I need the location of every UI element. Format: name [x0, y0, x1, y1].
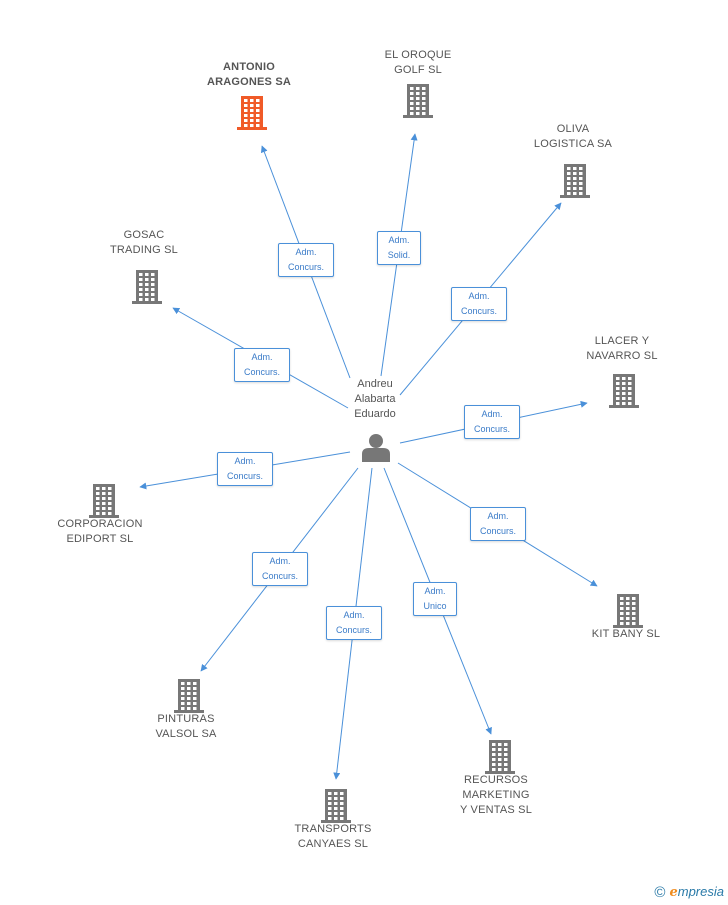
company-label-antonio-aragones[interactable]: ANTONIO ARAGONES SA [206, 61, 292, 88]
icons-layer [89, 84, 643, 823]
relation-badge-pinturas-valsol: Adm. Concurs. [252, 552, 308, 586]
company-label-oliva-logistica[interactable]: OLIVA LOGISTICA SA [533, 123, 613, 150]
company-label-pinturas-valsol[interactable]: PINTURAS VALSOL SA [155, 713, 217, 740]
building-icon [485, 740, 515, 774]
building-icon [174, 679, 204, 713]
relation-badge-kit-bany: Adm. Concurs. [470, 507, 526, 541]
relation-badge-corporacion-ediport: Adm. Concurs. [217, 452, 273, 486]
company-label-recursos-marketing[interactable]: RECURSOS MARKETING Y VENTAS SL [459, 774, 533, 816]
relation-badge-el-oroque-golf: Adm. Solid. [377, 231, 421, 265]
relation-badge-recursos-marketing: Adm. Unico [413, 582, 457, 616]
relation-badge-gosac-trading: Adm. Concurs. [234, 348, 290, 382]
brand-logo: ©empresia [654, 884, 724, 901]
company-label-gosac-trading[interactable]: GOSAC TRADING SL [109, 229, 178, 256]
building-icon [237, 96, 267, 130]
brand-e: e [669, 885, 678, 900]
relation-badge-oliva-logistica: Adm. Concurs. [451, 287, 507, 321]
company-label-llacer-navarro[interactable]: LLACER Y NAVARRO SL [586, 335, 658, 362]
brand-name: mpresia [677, 884, 724, 899]
company-label-corporacion-ediport[interactable]: CORPORACION EDIPORT SL [57, 518, 143, 545]
person-icon [362, 434, 390, 462]
person-label[interactable]: Andreu Alabarta Eduardo [354, 378, 396, 420]
relation-badge-transports-canyaes: Adm. Concurs. [326, 606, 382, 640]
building-icon [403, 84, 433, 118]
company-label-el-oroque-golf[interactable]: EL OROQUE GOLF SL [384, 49, 452, 76]
building-icon [613, 594, 643, 628]
company-label-kit-bany[interactable]: KIT BANY SL [591, 628, 661, 640]
relation-badge-antonio-aragones: Adm. Concurs. [278, 243, 334, 277]
building-icon [560, 164, 590, 198]
relation-badge-llacer-navarro: Adm. Concurs. [464, 405, 520, 439]
building-icon [321, 789, 351, 823]
building-icon [609, 374, 639, 408]
building-icon [132, 270, 162, 304]
copyright-mark: © [654, 884, 666, 901]
building-icon [89, 484, 119, 518]
company-label-transports-canyaes[interactable]: TRANSPORTS CANYAES SL [294, 823, 372, 850]
